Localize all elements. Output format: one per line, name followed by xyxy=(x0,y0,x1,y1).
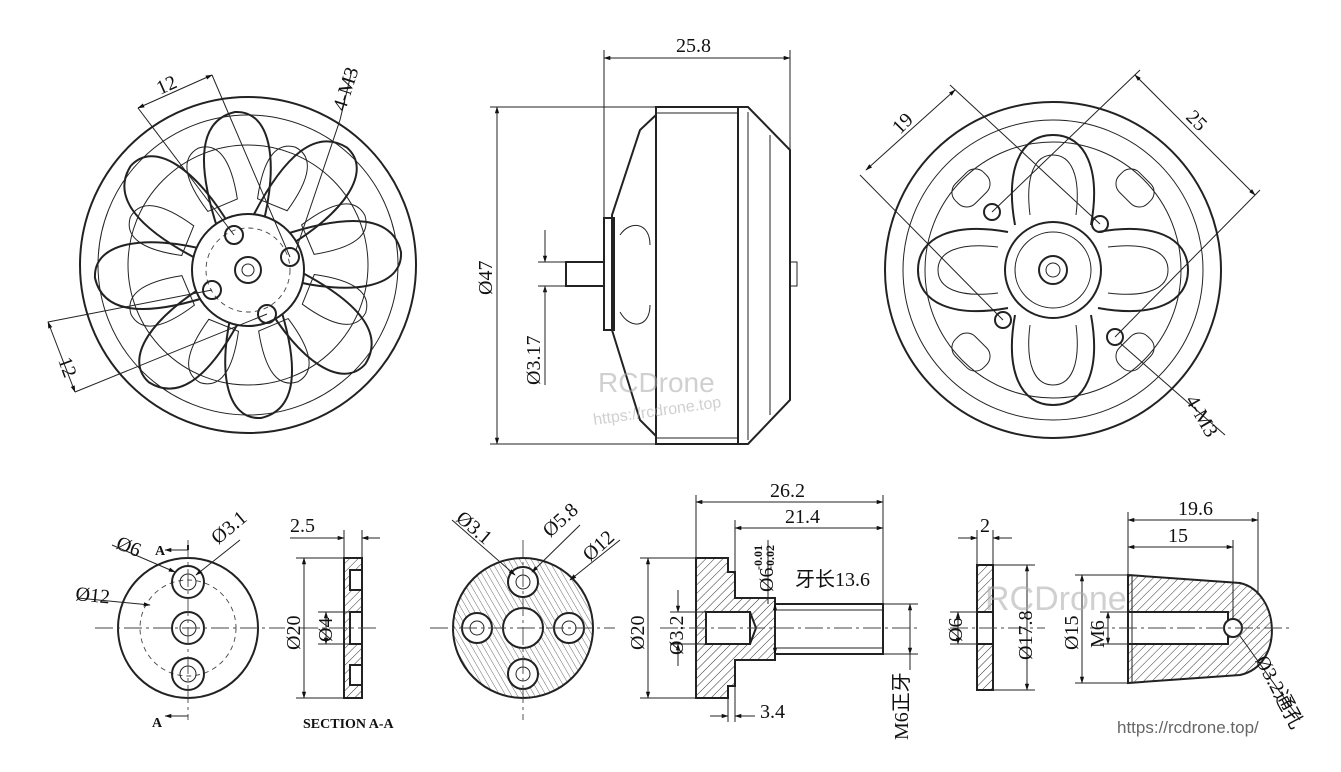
side-dim-shaft: Ø3.17 xyxy=(523,336,545,385)
front-slots xyxy=(128,145,368,385)
front-dim-4m3: 4-M3 xyxy=(329,64,364,113)
washer-dim-d6: Ø6 xyxy=(945,618,967,642)
watermark-brand-2: RCDrone xyxy=(985,580,1127,618)
front-dim-12-left: 12 xyxy=(53,354,81,380)
adapter-dim-d12: Ø12 xyxy=(74,583,111,608)
back-dim-25: 25 xyxy=(1181,106,1211,136)
side-dim-width: 25.8 xyxy=(676,35,711,57)
prop-adapter-view: Ø3.1 Ø5.8 Ø12 xyxy=(430,499,621,720)
shaft-dim-d6: Ø6 xyxy=(756,568,778,592)
watermark-url-2: https://rcdrone.top/ xyxy=(1117,718,1259,737)
shaft-dim-26-2: 26.2 xyxy=(770,480,805,502)
spinner-dim-d3-2-through: Ø3.2通孔 xyxy=(1251,652,1309,733)
adapter-dim-d6: Ø6 xyxy=(113,532,144,562)
shaft-dim-3-4: 3.4 xyxy=(760,701,785,723)
side-view: 25.8 Ø47 Ø3.17 xyxy=(475,35,798,445)
shaft-dim-tolerance: -0.01-0.02 xyxy=(751,545,777,570)
section-title: SECTION A-A xyxy=(303,717,395,732)
front-spokes xyxy=(93,110,403,420)
adapter-front-view: A A Ø6 Ø3.1 Ø12 xyxy=(74,507,285,731)
section-dim-2-5: 2.5 xyxy=(290,515,315,537)
spinner-dim-15: 15 xyxy=(1168,525,1188,547)
front-dim-12-top: 12 xyxy=(153,71,180,99)
washer-dim-2: 2 xyxy=(980,515,990,537)
back-view: 19 25 4-M3 xyxy=(859,69,1261,441)
spinner-dim-m6: M6 xyxy=(1087,620,1109,648)
side-dim-dia47: Ø47 xyxy=(475,261,497,295)
spinner-dim-d15: Ø15 xyxy=(1061,616,1083,650)
back-dim-4m3: 4-M3 xyxy=(1181,392,1222,441)
shaft-dim-d3-2: Ø3.2 xyxy=(666,616,688,655)
shaft-dim-m6: M6正牙 xyxy=(891,672,913,740)
front-view: 12 12 4-M3 xyxy=(47,64,417,434)
adapter-dim-d31: Ø3.1 xyxy=(207,507,251,549)
adapter-section-a-top: A xyxy=(155,544,166,559)
prop-dim-d58: Ø5.8 xyxy=(539,499,583,542)
shaft-dim-d20: Ø20 xyxy=(627,616,649,650)
watermark-brand-1: RCDrone xyxy=(598,367,715,398)
section-dim-d4: Ø4 xyxy=(315,618,337,642)
section-dim-d20: Ø20 xyxy=(283,616,305,650)
adapter-section-a-bottom: A xyxy=(152,716,163,731)
watermark-url-1: https://rcdrone.top xyxy=(592,394,722,429)
adapter-section-view: 2.5 Ø20 Ø4 SECTION A-A xyxy=(283,515,395,732)
spinner-dim-19-6: 19.6 xyxy=(1178,498,1213,520)
shaft-dim-thread-length: 牙长13.6 xyxy=(795,568,870,591)
back-dim-19: 19 xyxy=(888,109,918,139)
prop-dim-d12: Ø12 xyxy=(579,526,619,565)
back-spokes xyxy=(916,133,1190,407)
washer-dim-d17-8: Ø17.8 xyxy=(1015,611,1037,660)
prop-dim-d31: Ø3.1 xyxy=(452,507,496,549)
washer-view: 2 Ø6 Ø17.8 xyxy=(945,515,1045,691)
shaft-adapter-view: 26.2 21.4 Ø6 -0.01-0.02 牙长13.6 Ø20 Ø3.2 … xyxy=(627,480,920,740)
shaft-dim-21-4: 21.4 xyxy=(785,506,820,528)
spinner-nut-view: 19.6 15 Ø15 M6 Ø3.2通孔 xyxy=(1061,498,1308,733)
